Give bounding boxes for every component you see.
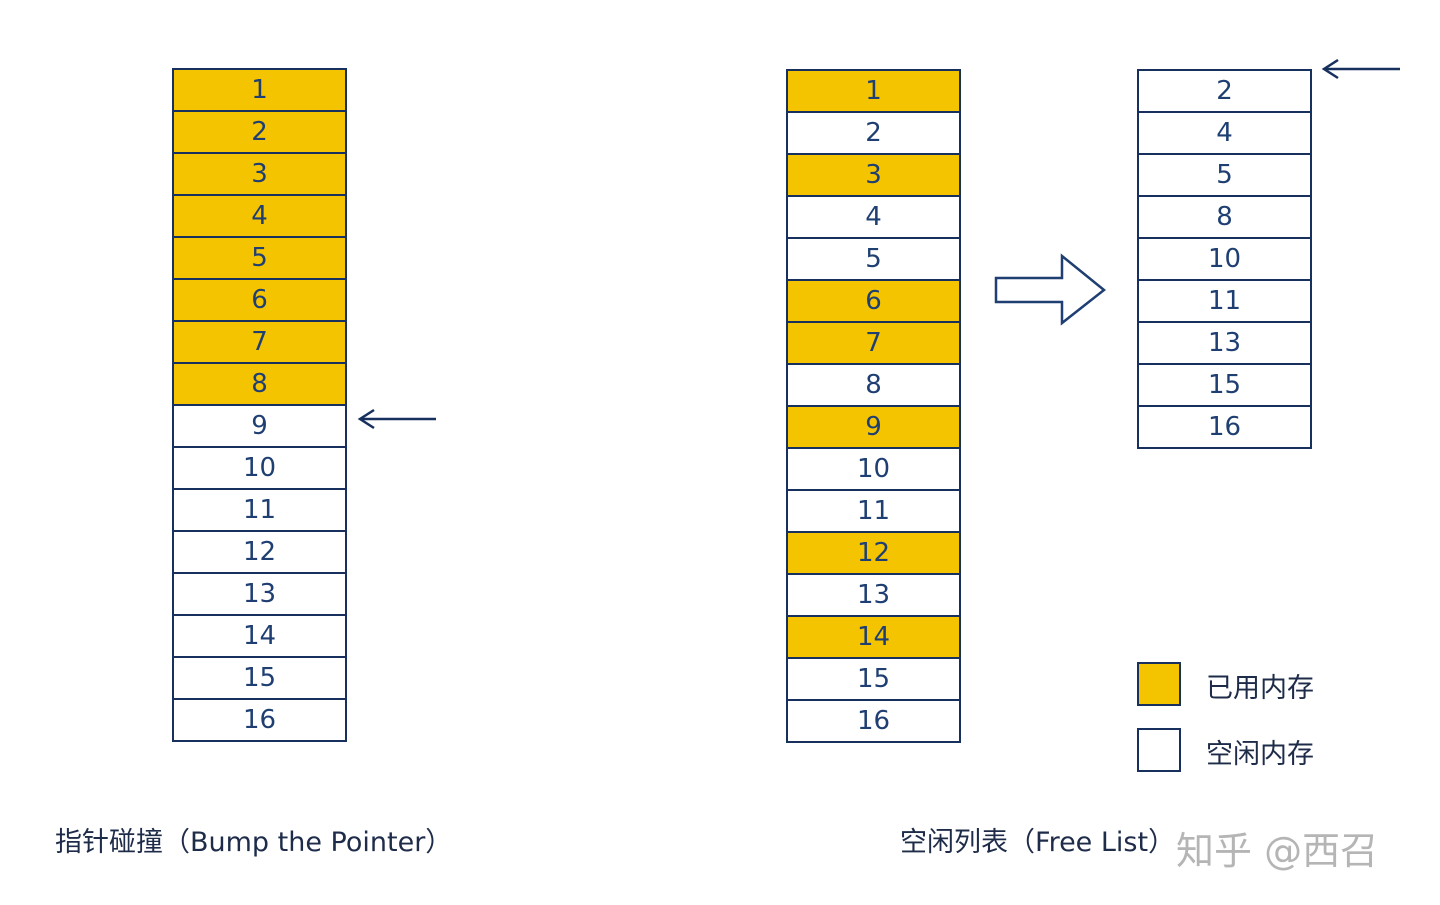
free-list-memory-cell: 11 bbox=[786, 489, 961, 533]
legend-free-swatch bbox=[1137, 728, 1181, 772]
bump-pointer-memory-cell: 6 bbox=[172, 278, 347, 322]
free-list-entry-cell: 16 bbox=[1137, 405, 1312, 449]
bump-pointer-memory-cell: 14 bbox=[172, 614, 347, 658]
bump-pointer-memory-cell: 13 bbox=[172, 572, 347, 616]
legend-used-label: 已用内存 bbox=[1206, 673, 1314, 704]
bump-pointer-memory-cell: 3 bbox=[172, 152, 347, 196]
free-list-memory-cell: 15 bbox=[786, 657, 961, 701]
bump-pointer-memory-cell: 5 bbox=[172, 236, 347, 280]
bump-pointer-arrow-icon bbox=[357, 408, 436, 430]
free-list-head-arrow-icon bbox=[1321, 58, 1400, 80]
free-list-entry-cell: 10 bbox=[1137, 237, 1312, 281]
legend-free-label: 空闲内存 bbox=[1206, 739, 1314, 770]
bump-pointer-memory-cell: 10 bbox=[172, 446, 347, 490]
bump-pointer-memory-cell: 16 bbox=[172, 698, 347, 742]
free-list-entry-cell: 5 bbox=[1137, 153, 1312, 197]
bump-pointer-memory-cell: 11 bbox=[172, 488, 347, 532]
bump-pointer-memory-cell: 1 bbox=[172, 68, 347, 112]
bump-pointer-memory-cell: 7 bbox=[172, 320, 347, 364]
free-list-caption: 空闲列表（Free List） bbox=[900, 827, 1176, 858]
free-list-memory-cell: 1 bbox=[786, 69, 961, 113]
legend-used-swatch bbox=[1137, 662, 1181, 706]
transform-arrow-icon bbox=[994, 253, 1107, 326]
free-list-memory-cell: 9 bbox=[786, 405, 961, 449]
watermark: 知乎 @西召 bbox=[1176, 829, 1379, 873]
free-list-memory-cell: 13 bbox=[786, 573, 961, 617]
free-list-memory-cell: 5 bbox=[786, 237, 961, 281]
free-list-memory-cell: 4 bbox=[786, 195, 961, 239]
bump-pointer-caption: 指针碰撞（Bump the Pointer） bbox=[55, 827, 453, 858]
free-list-memory-cell: 16 bbox=[786, 699, 961, 743]
